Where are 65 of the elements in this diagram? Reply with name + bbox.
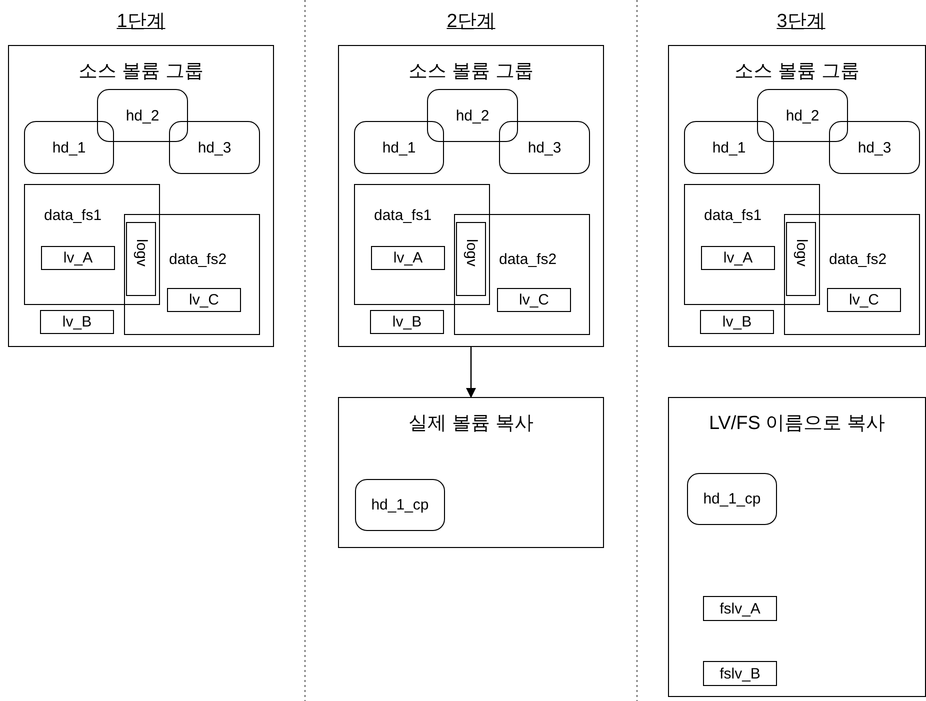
filesystem-box — [784, 214, 920, 335]
box-label: lv_A — [722, 250, 754, 266]
group-title: 소스 볼륨 그룹 — [408, 60, 534, 84]
volume-box — [497, 288, 571, 312]
volume-box — [126, 222, 156, 296]
box-label: hd_1 — [381, 139, 417, 156]
volume-box — [41, 246, 115, 270]
box-label: hd_3 — [196, 139, 232, 156]
volume-group-box — [668, 45, 926, 347]
filesystem-box — [354, 184, 490, 305]
box-label: logv — [133, 239, 150, 267]
volume-box — [40, 310, 114, 334]
volume-group-box — [338, 45, 604, 347]
filesystem-box — [24, 184, 160, 305]
volume-box — [703, 661, 777, 686]
stage-heading: 1단계 — [116, 10, 166, 34]
volume-box — [370, 310, 444, 334]
box-label: hd_3 — [526, 139, 562, 156]
box-label: hd_3 — [856, 139, 892, 156]
box-label: lv_B — [721, 314, 753, 330]
volume-box — [456, 222, 486, 296]
box-label: hd_1_cp — [370, 496, 430, 514]
box-label: logv — [463, 239, 480, 267]
volume-group-box — [8, 45, 274, 347]
volume-box — [371, 246, 445, 270]
box-label: hd_1 — [51, 139, 87, 156]
volume-group-box — [668, 397, 926, 697]
volume-box — [167, 288, 241, 312]
box-label: hd_2 — [454, 107, 490, 124]
volume-box — [786, 222, 816, 296]
box-label: hd_2 — [124, 107, 160, 124]
box-label: fslv_B — [718, 665, 762, 682]
box-label: data_fs1 — [374, 207, 432, 224]
group-title: LV/FS 이름으로 복사 — [708, 412, 886, 436]
volume-group-box — [338, 397, 604, 548]
volume-box — [703, 596, 777, 621]
group-title: 실제 볼륨 복사 — [408, 412, 534, 436]
group-title: 소스 볼륨 그룹 — [734, 60, 860, 84]
box-label: data_fs1 — [44, 207, 102, 224]
arrow — [466, 347, 476, 398]
box-label: lv_B — [391, 314, 423, 330]
box-label: lv_A — [62, 250, 94, 266]
volume-box — [701, 246, 775, 270]
box-label: lv_B — [61, 314, 93, 330]
box-label: data_fs2 — [499, 251, 557, 268]
volume-box — [827, 288, 901, 312]
box-label: lv_C — [188, 292, 220, 308]
box-label: lv_A — [392, 250, 424, 266]
box-label: logv — [793, 239, 810, 267]
box-label: lv_C — [518, 292, 550, 308]
box-label: fslv_A — [718, 600, 762, 617]
stage-heading: 2단계 — [446, 10, 496, 34]
group-title: 소스 볼륨 그룹 — [78, 60, 204, 84]
filesystem-box — [684, 184, 820, 305]
box-label: data_fs2 — [829, 251, 887, 268]
box-label: hd_1_cp — [702, 490, 762, 508]
box-label: hd_2 — [784, 107, 820, 124]
box-label: lv_C — [848, 292, 880, 308]
stage-heading: 3단계 — [776, 10, 826, 34]
filesystem-box — [454, 214, 590, 335]
volume-box — [700, 310, 774, 334]
filesystem-box — [124, 214, 260, 335]
box-label: data_fs2 — [169, 251, 227, 268]
box-label: data_fs1 — [704, 207, 762, 224]
box-label: hd_1 — [711, 139, 747, 156]
